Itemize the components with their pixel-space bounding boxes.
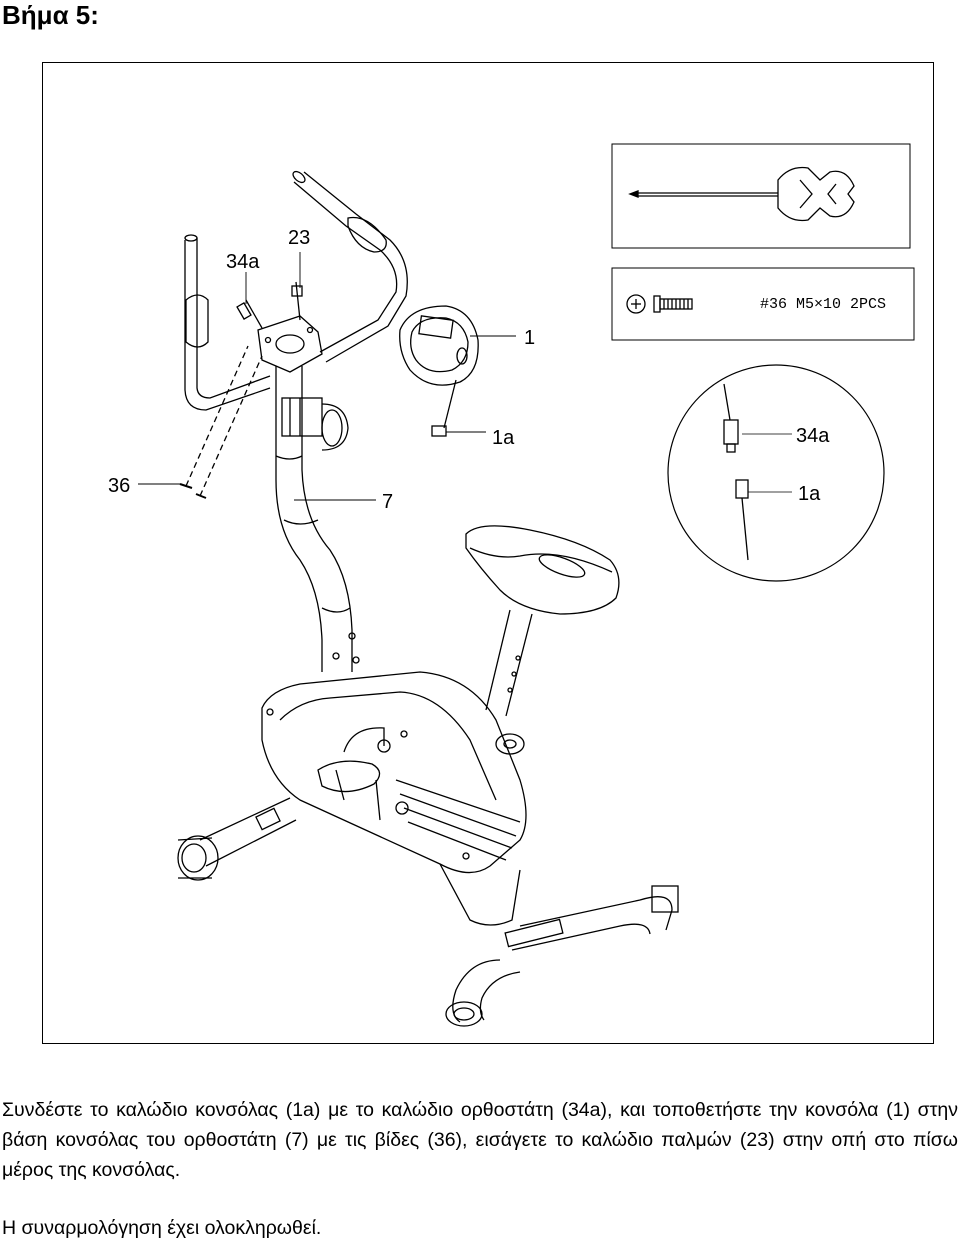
callout-1: 1 [524,327,535,349]
hardware-label: #36 M5×10 2PCS [760,296,886,313]
illustration-frame [42,62,934,1044]
detail-callout-34a: 34a [796,425,830,447]
bolt-icon [626,294,693,314]
screws [179,345,263,499]
callout-23: 23 [288,227,310,249]
completion-text: Η συναρμολόγηση έχει ολοκληρωθεί. [2,1217,322,1239]
screwdriver-wrench-icon [628,166,855,222]
callout-1a: 1a [492,427,515,449]
callout-34a: 34a [226,251,260,273]
upright-post [275,366,360,672]
console-mount [236,281,323,373]
rear-stabilizer [445,885,679,1027]
leader-lines [138,252,516,501]
pedal [317,727,409,821]
console [399,305,479,437]
seat [465,525,620,755]
step-title: Βήμα 5: [2,0,99,30]
front-stabilizer [177,797,297,881]
tool-box [611,143,911,249]
detail-callout-1a: 1a [798,483,821,505]
callout-7: 7 [382,491,393,513]
connector-detail-circle [667,364,885,582]
instruction-text: Συνδέστε το καλώδιο κονσόλας (1a) με το … [2,1099,958,1181]
body-shroud [261,671,527,926]
handlebar [184,170,408,411]
hardware-box [611,267,915,341]
callout-36: 36 [108,475,130,497]
